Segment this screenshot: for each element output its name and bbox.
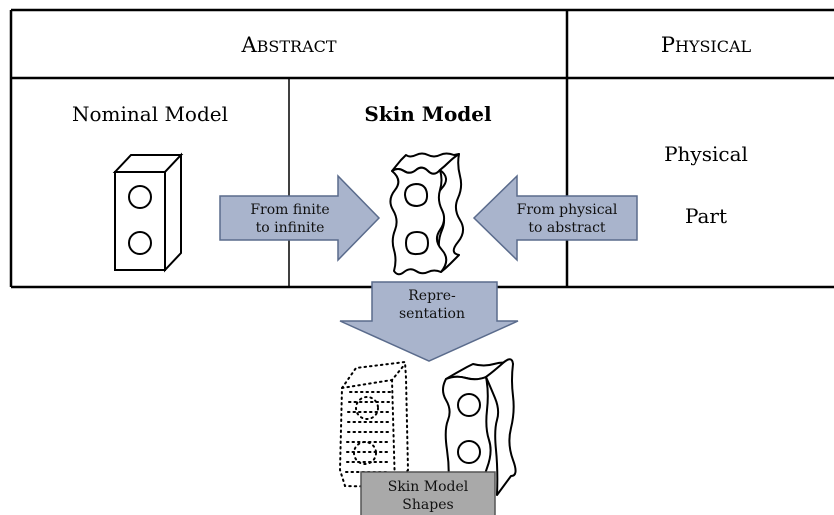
skin-hole-top — [404, 183, 429, 207]
surface-box-side — [485, 358, 517, 496]
finite-to-infinite-line2: to infinite — [256, 220, 325, 236]
header-abstract-initial: A — [240, 33, 257, 57]
point-cloud-hole-top — [355, 396, 379, 420]
finite-to-infinite-arrow-shape — [219, 174, 381, 262]
representation-arrow: Repre- sentation — [339, 281, 519, 362]
representation-line2: sentation — [399, 306, 465, 322]
point-cloud-top-edge — [341, 363, 406, 389]
skin-model-icon — [389, 152, 464, 276]
physical-to-abstract-arrow-shape — [472, 174, 638, 262]
skin-model-shapes-line2: Shapes — [402, 497, 453, 513]
header-abstract: ABSTRACT — [240, 33, 336, 57]
skin-model-shapes-rect — [360, 471, 496, 515]
skin-model-shapes-box: Skin Model Shapes — [360, 471, 496, 515]
point-cloud-front-edge — [391, 379, 396, 488]
representation-line1: Repre- — [408, 288, 456, 304]
header-abstract-rest: BSTRACT — [257, 37, 337, 56]
point-cloud-fill-rows — [345, 391, 391, 473]
header-physical-initial: P — [661, 33, 675, 57]
point-cloud-shape-icon — [338, 360, 410, 489]
nominal-model-icon — [112, 152, 184, 273]
surface-hole-top — [457, 393, 481, 417]
header-physical-rest: HYSICAL — [675, 37, 752, 56]
physical-part-label-line1: Physical — [664, 142, 748, 166]
physical-to-abstract-arrow: From physical to abstract — [472, 174, 638, 262]
skin-hole-bottom — [405, 231, 429, 256]
point-cloud-hole-bottom — [353, 441, 377, 465]
physical-part-label-line2: Part — [685, 204, 727, 228]
header-physical: PHYSICAL — [661, 33, 752, 57]
nominal-box-side — [164, 152, 182, 273]
physical-to-abstract-line2: to abstract — [528, 220, 606, 236]
surface-hole-bottom — [457, 440, 481, 464]
representation-arrow-shape — [339, 281, 519, 362]
point-cloud-outline — [338, 360, 410, 489]
table-frame — [9, 8, 834, 289]
finite-to-infinite-arrow: From finite to infinite — [219, 174, 381, 262]
nominal-model-label: Nominal Model — [72, 102, 228, 126]
surface-shape-icon — [442, 358, 517, 496]
skin-model-label: Skin Model — [364, 102, 492, 126]
skin-model-shapes-line1: Skin Model — [388, 479, 469, 495]
nominal-hole-bottom — [128, 231, 152, 255]
physical-to-abstract-line1: From physical — [517, 202, 618, 218]
nominal-hole-top — [128, 185, 152, 209]
finite-to-infinite-line1: From finite — [250, 202, 329, 218]
